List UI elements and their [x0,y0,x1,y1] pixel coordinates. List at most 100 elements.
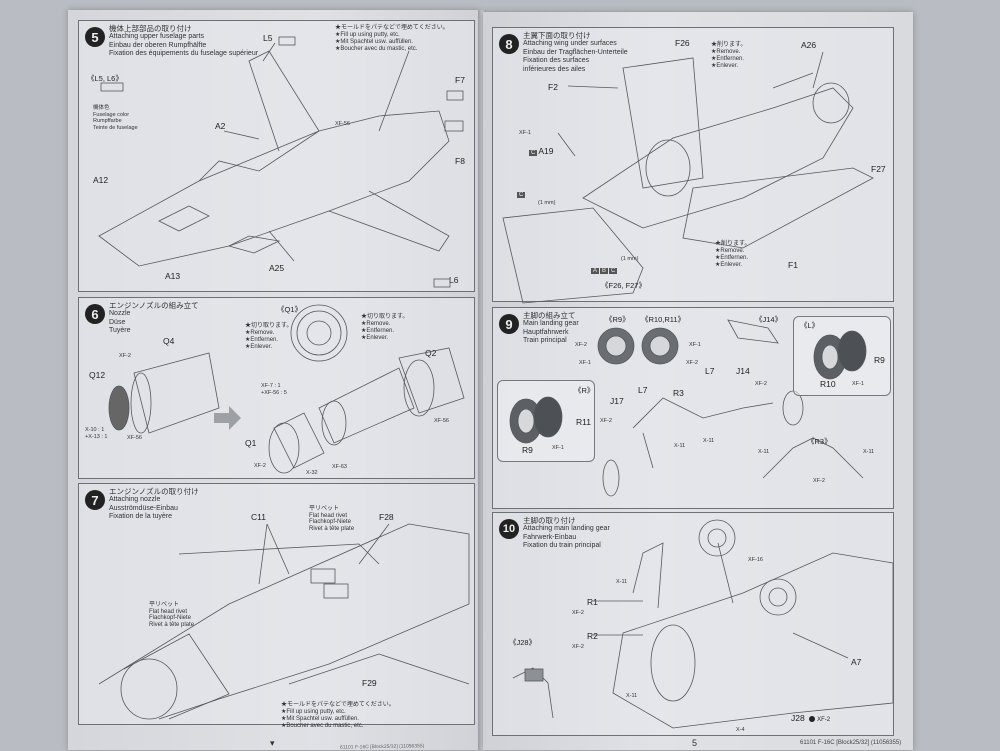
landing-gear-install-diagram [512,519,894,729]
step-5-panel: 5 機体上部部品の取り付け Attaching upper fuselage p… [78,20,475,292]
paint-label: XF-2 [755,381,767,387]
step-title-de: Einbau der Tragflächen-Unterteile [523,48,628,56]
paint-label: XF-1 [689,342,701,348]
paint-label: X-11 [863,449,875,455]
part-label: C11 [251,512,266,522]
step-title-fr: Fixation des surfaces inférieures des ai… [523,57,590,73]
part-label: A25 [269,263,285,273]
paint-label: X-11 [758,449,770,455]
nozzle-diagram [108,304,465,474]
part-label: J14 [736,366,750,376]
paint-label: XF-63 [332,464,347,470]
putty-note: ★モールドをパテなどで埋めてください。 ★Fill up using putty… [335,25,449,53]
note-line: ★Entfernen. [245,337,279,343]
part-label: R10 [820,379,836,389]
step-9-panel: 9 主脚の組み立て Main landing gear Hauptfahrwer… [492,307,894,509]
step-10-panel: 10 主脚の取り付け Attaching main landing gear F… [492,512,894,736]
note-line: ★Enlever. [245,344,273,350]
wing-underside-diagram [502,51,874,304]
option-badge: B [600,268,609,274]
inset-title: 《J28》 [509,638,537,647]
note-line: ★Entfernen. [715,255,749,261]
inset-title: 《R》 [574,386,595,395]
part-label: R9 [874,355,885,365]
paint-label: XF-2 [817,717,831,723]
part-label: F29 [362,678,377,688]
option-c-badge: C [517,188,526,198]
step-10-number: 10 [499,519,519,539]
wheels-diagram [597,319,864,497]
note-line: ★Remove. [715,248,745,254]
paint-label: XF-2 [575,342,587,348]
part-label: F8 [455,156,465,166]
inset-title: 《F26, F27》 [601,281,647,290]
step-title-en: Nozzle [109,310,131,318]
note-line: Rumpffarbe [93,118,122,124]
part-label: J17 [610,396,624,406]
paint-label: X-11 [674,443,686,449]
note-line: 機体色 [93,105,110,111]
inset-title: 《Q1》 [277,305,303,314]
paint-label: X-11 [703,438,715,444]
note-line: Flat head rivet [149,608,188,615]
part-label: A19 [538,146,554,156]
step-title-en: Attaching wing under surfaces [523,40,617,48]
note-line: ★Enlever. [711,63,739,69]
paint-mix: XF-7 : 1 [261,383,281,389]
note-line: ★モールドをパテなどで埋めてください。 [281,702,395,708]
part-label: Q4 [163,336,175,346]
page-number: 5 [692,738,698,748]
step-title-de: Einbau der oberen Rumpfhälfte [109,41,207,49]
part-label: Q2 [425,348,437,358]
step-title-fr: Fixation des équipements du fuselage sup… [109,50,259,58]
part-label: R3 [673,388,684,398]
remove-note-top: ★削ります。 ★Remove. ★Entfernen. ★Enlever. [711,42,746,70]
paint-label: X-11 [616,579,628,585]
step-9-number: 9 [499,314,519,334]
note-line: ★モールドをパテなどで埋めてください。 [335,25,449,31]
paint-label: XF-2 [813,478,825,484]
step-title-de: Ausströmdüse-Einbau [109,504,178,512]
part-label: R11 [576,417,591,427]
step-6-panel: 6 エンジンノズルの組み立て Nozzle Düse Tuyère 《Q1》 ★… [78,297,475,479]
fuselage-diagram [98,36,464,288]
note-line: ★削ります。 [715,241,751,247]
remove-note-right: ★切り取ります。 ★Remove. ★Entfernen. ★Enlever. [361,314,408,342]
note-line: Flachkopf-Niete [309,519,352,525]
step-title-de: Fahrwerk-Einbau [523,533,577,541]
part-label: R9 [522,445,533,455]
remove-note-bottom: ★削ります。 ★Remove. ★Entfernen. ★Enlever. [715,241,750,269]
part-label-j28: J28 XF-2 [791,713,830,723]
step-8-title: 主翼下面の取り付け Attaching wing under surfaces … [523,31,628,74]
paint-label: XF-2 [686,360,698,366]
note-line: ★Boucher avec du mastic, etc. [281,723,364,729]
putty-note: ★モールドをパテなどで埋めてください。 ★Fill up using putty… [281,702,395,730]
step-title-fr: Fixation de la tuyère [109,513,173,521]
option-badge: C [517,192,526,198]
drill-size: (1 mm) [538,200,556,206]
step-8-number: 8 [499,34,519,54]
note-line: ★Entfernen. [361,328,395,334]
part-label: F26 [675,38,690,48]
part-label: Q1 [245,438,257,448]
inset-title: 《R10,R11》 [641,315,686,324]
wheel-l-drawing [813,330,867,380]
step-title-jp: 主脚の取り付け [523,516,576,525]
paint-label: XF-1 [579,360,591,366]
step-title-fr: Train principal [523,337,567,345]
inset-title: 《J14》 [755,315,783,324]
part-label: L7 [638,385,648,395]
note-line: Fuselage color [93,111,130,118]
step-title-jp: エンジンノズルの組み立て [109,301,199,310]
step-title-jp: 主翼下面の取り付け [523,31,591,40]
paint-label: XF-56 [127,435,142,441]
step-title-en: Main landing gear [523,320,579,328]
paint-label: XF-2 [572,610,584,616]
paint-label: X-10 : 1+X-13 : 1 [85,427,107,440]
part-label: L7 [705,366,715,376]
paint-dot-icon [809,715,816,722]
part-label: L6 [449,275,459,285]
paint-label: XF-1 [852,381,864,387]
paint-label: X-11 [626,693,638,699]
step-title-jp: 主脚の組み立て [523,311,576,320]
